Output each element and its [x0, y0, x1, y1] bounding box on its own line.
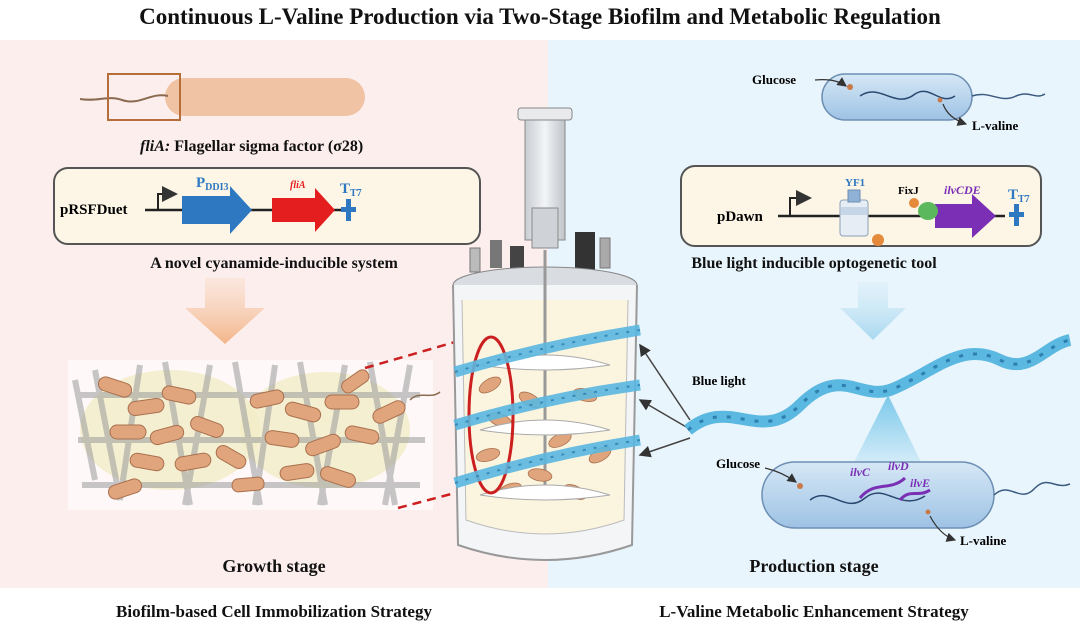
light-arrow-2 — [640, 400, 688, 428]
production-stage-label: Production stage — [548, 556, 1080, 577]
cyanamide-system-label: A novel cyanamide-inducible system — [0, 255, 548, 273]
lvaline-bottom-label: L-valine — [960, 533, 1006, 548]
biofilm-scaffold — [68, 360, 440, 510]
yf1-protein — [840, 200, 868, 236]
flagellated-bacterium — [80, 74, 365, 120]
light-arrow-3 — [640, 438, 690, 455]
optogenetic-tool-label: Blue light inducible optogenetic tool — [548, 255, 1080, 273]
flia-gene-name: fliA: — [140, 138, 170, 155]
ilvc-label: ilvC — [850, 465, 871, 479]
blue-light-label: Blue light — [692, 373, 746, 388]
right-strategy-label: L-Valine Metabolic Enhancement Strategy — [548, 602, 1080, 622]
flia-desc-text: Flagellar sigma factor (σ28) — [174, 138, 363, 155]
yf1-label: YF1 — [845, 177, 865, 189]
fixj-phosphate-dot — [872, 234, 884, 246]
ilve-label: ilvE — [910, 476, 930, 490]
bottom-cell — [762, 462, 1070, 540]
down-arrow-right — [840, 282, 906, 340]
glucose-bottom-label: Glucose — [716, 456, 760, 471]
fixj-protein — [918, 202, 938, 220]
glucose-top-label: Glucose — [752, 72, 796, 87]
fixj-label: FixJ — [898, 185, 919, 197]
ilvd-label: ilvD — [888, 459, 909, 473]
prsfduet-label: pRSFDuet — [60, 202, 128, 218]
flia-gene-label: fliA — [290, 180, 306, 191]
lvaline-top-label: L-valine — [972, 118, 1018, 133]
left-strategy-label: Biofilm-based Cell Immobilization Strate… — [0, 602, 548, 622]
ilvcde-label: ilvCDE — [944, 183, 981, 197]
growth-stage-label: Growth stage — [0, 556, 548, 577]
down-arrow-left — [185, 278, 265, 344]
flia-description: fliA: Flagellar sigma factor (σ28) — [140, 138, 363, 156]
light-arrow-1 — [640, 345, 690, 420]
top-cell — [815, 74, 1045, 124]
pdawn-label: pDawn — [717, 209, 764, 225]
